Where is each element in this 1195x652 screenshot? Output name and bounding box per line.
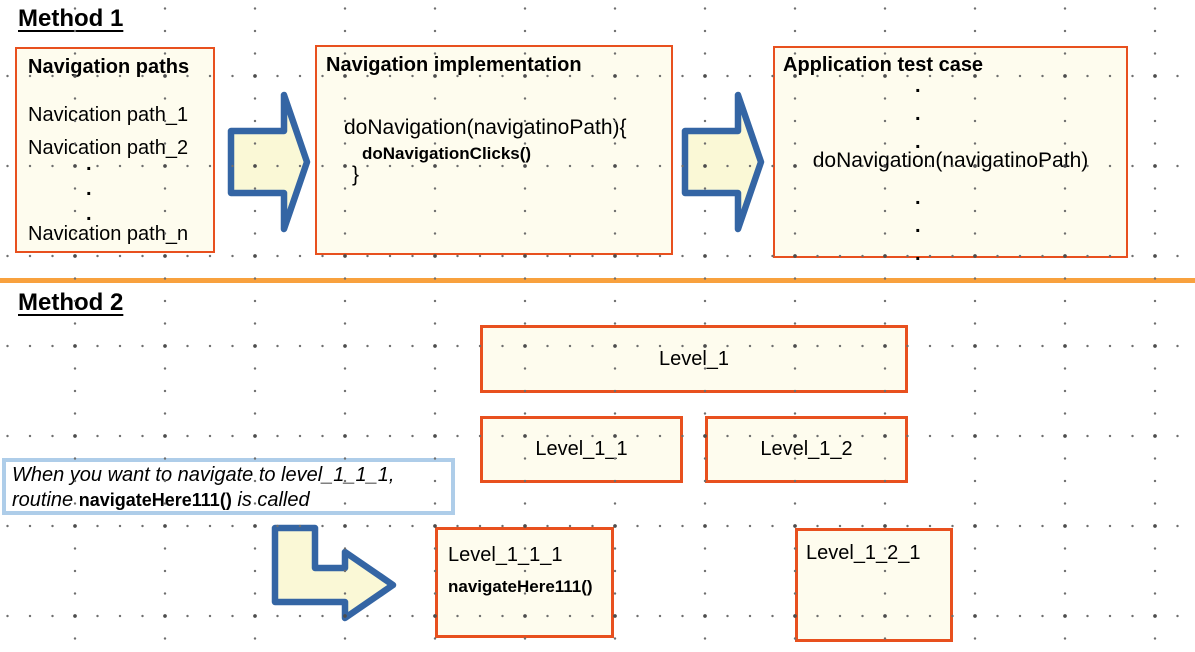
level-1-1-label: Level_1_1 — [535, 438, 628, 460]
bent-arrow-shape — [271, 524, 397, 622]
right-arrow-icon[interactable] — [681, 89, 765, 235]
right-arrow-shape — [681, 91, 765, 233]
application-test-case-title: Application test case — [783, 54, 984, 76]
level-1-2-box[interactable]: Level_1_2 — [705, 416, 908, 483]
dot: . — [915, 103, 921, 125]
dot: . — [915, 187, 921, 209]
level-1-box[interactable]: Level_1 — [480, 325, 908, 393]
nav-path-item-n: Navication path_n — [28, 223, 189, 245]
annotation-callout[interactable]: When you want to navigate to level_1_1_1… — [2, 458, 455, 515]
ellipsis-vertical: . . . — [915, 72, 921, 156]
callout-line2-pre: routine — [12, 489, 79, 511]
code-close-line: } — [352, 163, 360, 186]
ellipsis-vertical: . . . — [86, 152, 92, 227]
navigation-implementation-box[interactable]: Navigation implementation doNavigation(n… — [315, 45, 673, 255]
level-1-2-1-label: Level_1_2_1 — [806, 542, 921, 564]
navigation-implementation-title: Navigation implementation — [326, 54, 582, 76]
method2-heading: Method 2 — [18, 289, 124, 316]
navigation-paths-title: Navigation paths — [28, 56, 190, 78]
level-1-label: Level_1 — [658, 347, 730, 370]
callout-line-2: routine navigateHere111() is called — [12, 488, 445, 513]
callout-routine-name: navigateHere111() — [78, 490, 232, 510]
dot: . — [915, 215, 921, 237]
level-1-2-label: Level_1_2 — [760, 438, 853, 460]
dot: . — [86, 178, 92, 200]
section-divider — [0, 278, 1195, 283]
bent-arrow-icon[interactable] — [271, 524, 397, 624]
ellipsis-vertical: . . . — [915, 184, 921, 268]
level-1-1-box[interactable]: Level_1_1 — [480, 416, 683, 483]
code-open-line: doNavigation(navigatinoPath){ — [344, 116, 627, 139]
method1-heading: Method 1 — [18, 5, 124, 32]
test-case-code-line: doNavigation(navigatinoPath) — [812, 149, 1089, 172]
dot: . — [86, 153, 92, 175]
right-arrow-icon[interactable] — [227, 89, 311, 235]
level-1-1-1-box[interactable]: Level_1_1_1 navigateHere111() — [435, 527, 614, 638]
callout-line-1: When you want to navigate to level_1_1_1… — [12, 464, 395, 486]
nav-path-item-1: Navication path_1 — [28, 104, 189, 126]
dot: . — [915, 243, 921, 265]
application-test-case-box[interactable]: Application test case . . . doNavigation… — [773, 46, 1128, 265]
level-1-1-1-label: Level_1_1_1 — [448, 544, 563, 566]
level-1-1-1-routine: navigateHere111() — [448, 577, 593, 596]
nav-path-item-2: Navication path_2 — [28, 137, 189, 159]
right-arrow-shape — [227, 91, 311, 233]
code-call-line: doNavigationClicks() — [362, 144, 532, 163]
callout-line2-post: is called — [231, 489, 310, 511]
level-1-2-1-box[interactable]: Level_1_2_1 — [795, 528, 953, 642]
navigation-paths-box[interactable]: Navigation paths Navication path_1 Navic… — [15, 47, 215, 253]
dot: . — [915, 75, 921, 97]
